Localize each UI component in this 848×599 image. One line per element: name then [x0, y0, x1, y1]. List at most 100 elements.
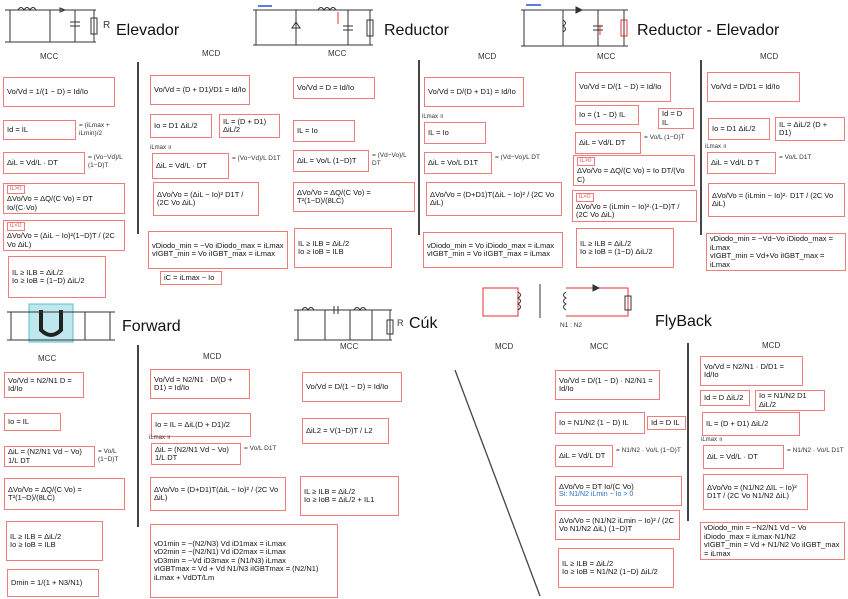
ilmax-note: iLmax ॥	[149, 435, 171, 441]
ilmax-note: iLmax ॥	[150, 145, 172, 151]
formula-continuation: = N1/N2 · Vo/L (1−D)T	[616, 447, 681, 454]
condition-tag: iL<0	[7, 222, 25, 231]
formula-line: vDiodo_min = −Vd−Vo iDiodo_max = iLmax	[710, 234, 833, 252]
formula-box: Vo/Vd = D/(1 − D) = Id/Io	[302, 372, 402, 402]
formula-box: Vo/Vd = N2/N1 D = Id/Io	[4, 372, 84, 398]
formula-box: IL = (D + D1) ΔiL/2	[219, 114, 280, 138]
formula-line: IL ≥ ILB = ΔiL/2	[10, 531, 62, 541]
section-title-cuk: Cúk	[409, 315, 438, 332]
formula-box: ΔiL = Vd/L D T	[707, 152, 776, 174]
formula-box: Id = D IL	[658, 108, 694, 129]
formula-box: Vo/Vd = N2/N1 · D/(D + D1) = Id/Io	[150, 369, 250, 399]
formula-line: IL = ΔiL/2 (D + D1)	[779, 119, 828, 137]
mode-label: MCC	[590, 342, 609, 351]
formula-box: ΔiL = (N2/N1 Vd − Vo) 1/L DT	[151, 443, 241, 465]
formula-line: ΔVo/Vo = (ΔiL − Io)²(1−D)T / (2C Vo ΔiL)	[7, 231, 115, 249]
formula-box: ΔiL = Vd/L · DT	[3, 152, 85, 174]
formula-box: ΔiL = Vd/L DT	[555, 445, 613, 467]
formula-box: Io = N1/N2 D1 ΔiL/2	[755, 390, 825, 411]
formula-line: ΔVo/Vo = (iLmin − Io)²·(1−D)T / (2C Vo Δ…	[576, 201, 680, 219]
circuit-label-R: R	[397, 318, 404, 328]
formula-line: Id = D ΔiL/2	[704, 392, 744, 402]
formula-line: Io ≥ IoB = N1/N2 (1−D) ΔiL/2	[562, 567, 658, 576]
formula-line: Io = N1/N2 D1 ΔiL/2	[759, 391, 807, 409]
formula-box: Id = D ΔiL/2	[700, 390, 750, 406]
formula-continuation: = Vo/L D1T	[244, 445, 277, 452]
formula-line: IL ≥ ILB = ΔiL/2	[12, 267, 64, 277]
section-title-elevador: Elevador	[116, 22, 180, 39]
formula-line: Vo/Vd = (D + D1)/D1 = Id/Io	[154, 84, 246, 94]
formula-box: Io = IL = ΔiL(D + D1)/2	[151, 413, 251, 437]
formula-line: ΔiL = Vd/L · DT	[7, 157, 58, 167]
formula-line: ΔVo/Vo = ΔQ/(C Vo) = T²(1−D)/(8LC)	[297, 187, 371, 205]
mode-label: MCD	[760, 52, 779, 61]
mode-label: MCD	[203, 352, 222, 361]
formula-line: IL ≥ ILB = ΔiL/2	[562, 558, 614, 568]
formula-line: ΔiL = Vd/L · DT	[156, 160, 207, 170]
formula-line: Vo/Vd = 1/(1 − D) = Id/Io	[7, 86, 89, 96]
formula-line: Io ≥ IoB = ILB	[10, 540, 56, 549]
formula-line: vD2min = −(N2/N1) Vd iD2max = iLmax	[154, 547, 286, 557]
formula-line: ΔVo/Vo = (ΔiL − Io)² D1T / (2C Vo ΔiL)	[157, 189, 244, 207]
formula-continuation: = (Vo−Vd)/L (1−D)T	[88, 154, 123, 169]
formula-line: IL = (D + D1) ΔiL/2	[223, 116, 267, 134]
formula-box: Dmin = 1/(1 + N3/N1)	[7, 569, 99, 597]
section-title-reductor-elevador: Reductor - Elevador	[637, 22, 780, 39]
formula-box: ΔVo/Vo = (N1/N2 iLmin − Io)² / (2C Vo N1…	[555, 510, 680, 540]
formula-line: Vo/Vd = N2/N1 D = Id/Io	[8, 375, 72, 393]
formula-continuation: = (Vo−Vd)/L D1T	[232, 155, 281, 162]
formula-line: Vo/Vd = D/(1 − D) = Id/Io	[579, 81, 662, 91]
mode-label: MCC	[40, 52, 59, 61]
formula-continuation: = N1/N2 · Vo/L D1T	[787, 447, 844, 454]
mode-label: MCC	[328, 49, 347, 58]
formula-line: vIGBT_min = Vd+Vo iIGBT_max = iLmax	[710, 251, 825, 269]
formula-box: Vo/Vd = D/(D + D1) = Id/Io	[424, 77, 524, 107]
formula-line: ΔiL = Vd/L DT	[579, 137, 626, 147]
condition-tag: iL>0	[577, 157, 595, 166]
formula-line: Vo/Vd = D = Id/Io	[297, 82, 355, 92]
formula-box: IL = Io	[424, 122, 486, 144]
condition-tag: iL<0	[576, 192, 594, 202]
formula-line: Dmin = 1/(1 + N3/N1)	[11, 577, 83, 587]
divider	[687, 343, 689, 521]
formula-line: ΔVo/Vo = (N1/N2 iLmin − Io)² / (2C Vo N1…	[559, 515, 675, 533]
formula-box: IL = ΔiL/2 (D + D1)	[775, 117, 845, 141]
formula-line: IL = Io	[297, 125, 318, 135]
formula-box: ΔiL = Vd/L DT	[575, 132, 641, 154]
formula-line: vIGBT_min = Vo iIGBT_max = iLmax	[427, 249, 550, 258]
formula-box: ΔiL = Vd/L · DT	[152, 153, 229, 179]
formula-box: Io = D1 ΔiL/2	[150, 114, 212, 138]
formula-box: ΔVo/Vo = (D+D1)T(ΔiL − Io)² / (2C Vo ΔiL…	[426, 182, 562, 216]
divider	[137, 62, 139, 234]
condition-tag: iL>0	[7, 185, 25, 194]
formula-box: Io = (1 − D) IL	[575, 105, 639, 125]
formula-line: Io ≥ IoB = (1−D) ΔiL/2	[12, 276, 85, 285]
mode-label: MCD	[495, 342, 514, 351]
formula-line: vDiodo_min = Vo iDiodo_max = iLmax	[427, 240, 555, 250]
formula-line: IL = Io	[428, 127, 449, 137]
formula-box: Id = IL	[3, 120, 76, 140]
formula-continuation: = Vo/L (1−D)T	[98, 448, 119, 463]
formula-line: IL = (D + D1) ΔiL/2	[706, 418, 769, 428]
buck-circuit-diagram	[253, 5, 374, 46]
formula-line: Io ≥ IoB = ΔiL/2 + IL1	[304, 495, 375, 504]
formula-continuation: = (Vd−Vo)/L DT	[495, 154, 540, 161]
formula-box: Vo/Vd = D/(1 − D) · N2/N1 = Id/Io	[555, 370, 660, 400]
formula-line: vIGBTmax = Vd + Vd N1/N3 iIGBTmax = (N2/…	[154, 564, 319, 582]
formula-line: Vo/Vd = N2/N1 · D/(D + D1) = Id/Io	[154, 374, 233, 392]
formula-box: Vo/Vd = D/D1 = Id/Io	[707, 72, 800, 102]
formula-line: ΔVo/Vo = (D+D1)T(ΔiL − Io)² / (2C Vo ΔiL…	[430, 189, 555, 207]
formula-box: Vo/Vd = 1/(1 − D) = Id/Io	[3, 77, 115, 107]
formula-line: Io = D1 ΔiL/2	[712, 123, 756, 133]
formula-line: Id = D IL	[651, 417, 680, 427]
formula-line: IL ≥ ILB = ΔiL/2	[298, 238, 350, 248]
ilmax-note: iLmax ॥	[422, 114, 444, 120]
formula-line: Io = IL	[8, 416, 30, 426]
formula-line: ΔiL = (N2/N1 Vd − Vo) 1/L DT	[155, 444, 229, 462]
